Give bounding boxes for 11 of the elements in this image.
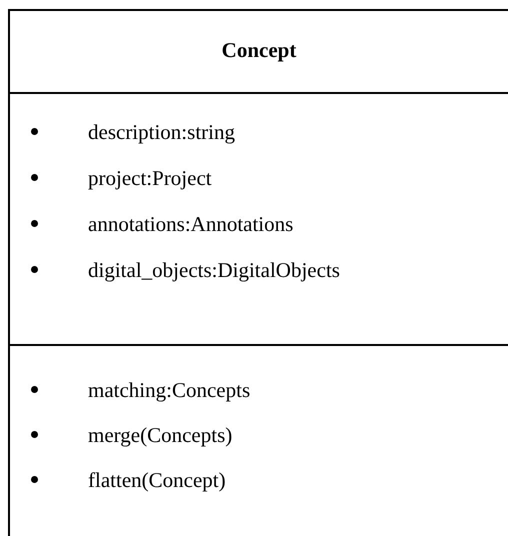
- method-text: matching:Concepts: [88, 377, 250, 404]
- attribute-text: digital_objects:DigitalObjects: [88, 257, 340, 284]
- attribute-text: project:Project: [88, 165, 212, 192]
- method-compartment: [8, 344, 508, 536]
- class-name: Concept: [220, 38, 298, 63]
- method-text: flatten(Concept): [88, 467, 226, 494]
- method-text: merge(Concepts): [88, 422, 232, 449]
- class-name-compartment: [8, 9, 508, 93]
- attribute-text: annotations:Annotations: [88, 211, 294, 238]
- attribute-text: description:string: [88, 119, 235, 146]
- attribute-compartment: [8, 92, 508, 345]
